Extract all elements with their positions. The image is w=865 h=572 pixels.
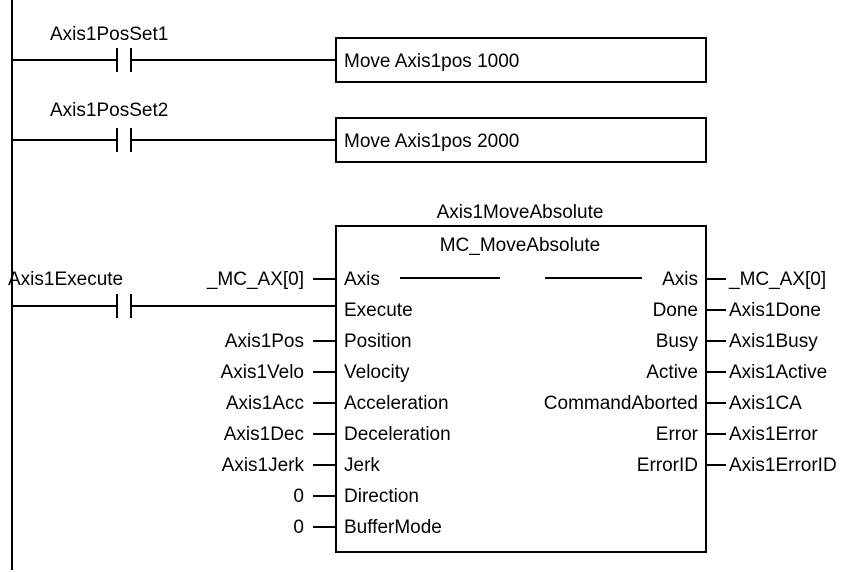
fb-input-variable[interactable]: _MC_AX[0] <box>206 269 304 290</box>
no-contact-icon[interactable] <box>116 294 132 318</box>
no-contact-icon[interactable] <box>116 48 132 72</box>
fb-output-param: Error <box>656 424 699 445</box>
inline-st-box-1[interactable] <box>335 37 707 83</box>
fb-input-param: Axis <box>344 269 380 290</box>
fb-output-variable[interactable]: Axis1Busy <box>729 331 818 352</box>
fb-output-variable[interactable]: Axis1Active <box>729 362 827 383</box>
fb-input-param: Position <box>344 331 412 352</box>
fb-output-variable[interactable]: Axis1CA <box>729 393 802 414</box>
contact-label-1: Axis1PosSet1 <box>50 24 168 45</box>
no-contact-icon[interactable] <box>116 128 132 152</box>
fb-type-name: MC_MoveAbsolute <box>440 235 601 256</box>
fb-instance-name: Axis1MoveAbsolute <box>437 202 604 223</box>
fb-output-param: Active <box>646 362 698 383</box>
fb-input-variable[interactable]: Axis1Jerk <box>222 455 305 476</box>
fb-input-variable[interactable]: Axis1Velo <box>221 362 304 383</box>
inline-st-text-1: Move Axis1pos 1000 <box>344 51 519 72</box>
fb-input-param: Deceleration <box>344 424 451 445</box>
fb-output-variable[interactable]: Axis1Done <box>729 300 821 321</box>
fb-output-param: Busy <box>656 331 699 352</box>
fb-input-param: Acceleration <box>344 393 449 414</box>
fb-output-variable[interactable]: Axis1Error <box>729 424 818 445</box>
fb-output-variable[interactable]: Axis1ErrorID <box>729 455 837 476</box>
fb-input-param: Jerk <box>344 455 380 476</box>
function-block-box[interactable] <box>335 225 707 553</box>
fb-input-param: Execute <box>344 300 413 321</box>
execute-contact-label: Axis1Execute <box>8 269 123 290</box>
fb-output-param: Done <box>653 300 698 321</box>
fb-input-variable[interactable]: Axis1Pos <box>225 331 304 352</box>
rung-2: Axis1PosSet2 Move Axis1pos 2000 <box>12 100 707 163</box>
inline-st-text-2: Move Axis1pos 2000 <box>344 131 519 152</box>
fb-input-param: BufferMode <box>344 517 442 538</box>
fb-input-variable[interactable]: 0 <box>293 517 304 538</box>
inline-st-box-2[interactable] <box>335 117 707 163</box>
rung-3: Axis1MoveAbsolute MC_MoveAbsolute Axis1E… <box>8 202 837 553</box>
fb-input-variable[interactable]: Axis1Acc <box>226 393 304 414</box>
fb-output-param: CommandAborted <box>544 393 698 414</box>
fb-input-param: Velocity <box>344 362 410 383</box>
fb-output-param: ErrorID <box>637 455 698 476</box>
fb-output-param: Axis <box>662 269 698 290</box>
fb-input-variable[interactable]: 0 <box>293 486 304 507</box>
fb-output-variable[interactable]: _MC_AX[0] <box>728 269 826 290</box>
fb-input-param: Direction <box>344 486 419 507</box>
rung-1: Axis1PosSet1 Move Axis1pos 1000 <box>12 24 707 83</box>
fb-input-variable[interactable]: Axis1Dec <box>224 424 304 445</box>
contact-label-2: Axis1PosSet2 <box>50 100 168 121</box>
